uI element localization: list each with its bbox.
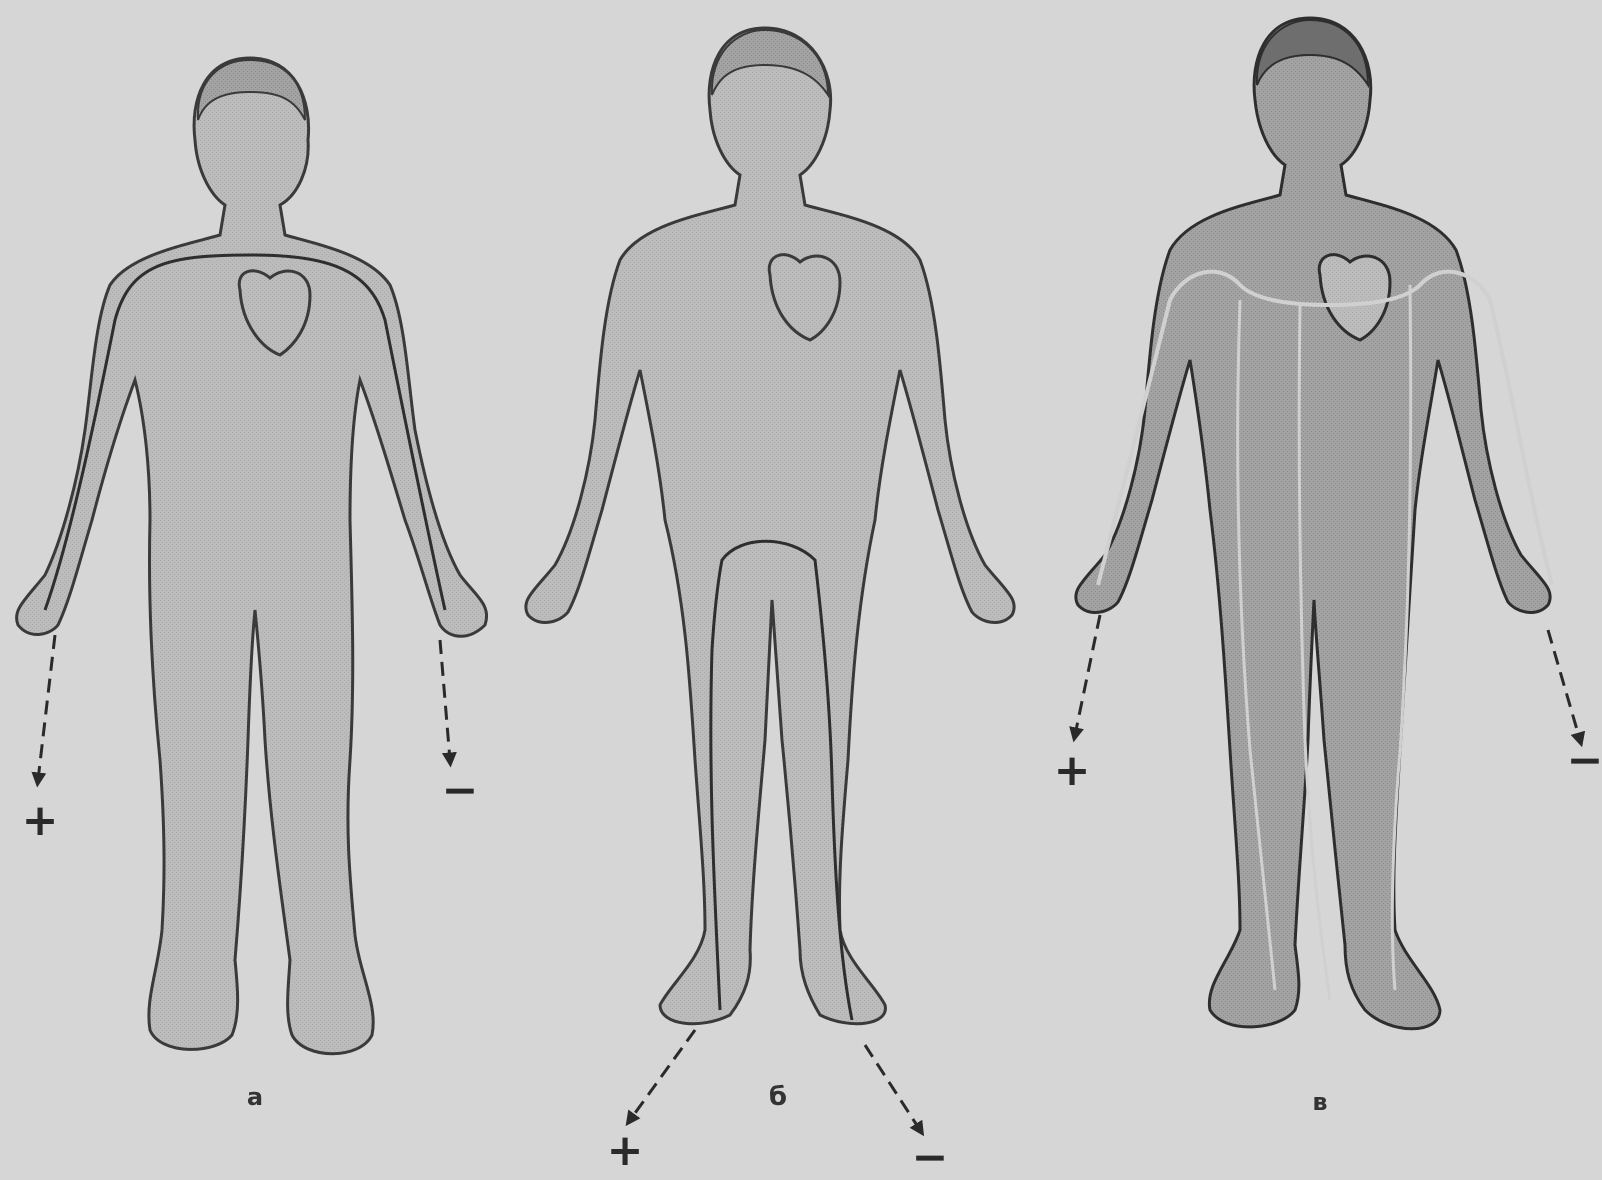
figure-b-positive-electrode-sign: + [607,1125,644,1176]
figure-c-positive-electrode-sign: + [1054,745,1091,796]
figure-c-negative-electrode-sign: − [1567,735,1602,786]
figure-b-label: б [769,1082,787,1112]
figure-a-negative-electrode-sign: − [442,765,479,816]
figure-a-positive-electrode-sign: + [22,795,59,846]
figure-a-label: а [247,1083,263,1111]
figure-c-label: в [1312,1088,1327,1116]
figure-b-negative-electrode-sign: − [912,1132,949,1180]
